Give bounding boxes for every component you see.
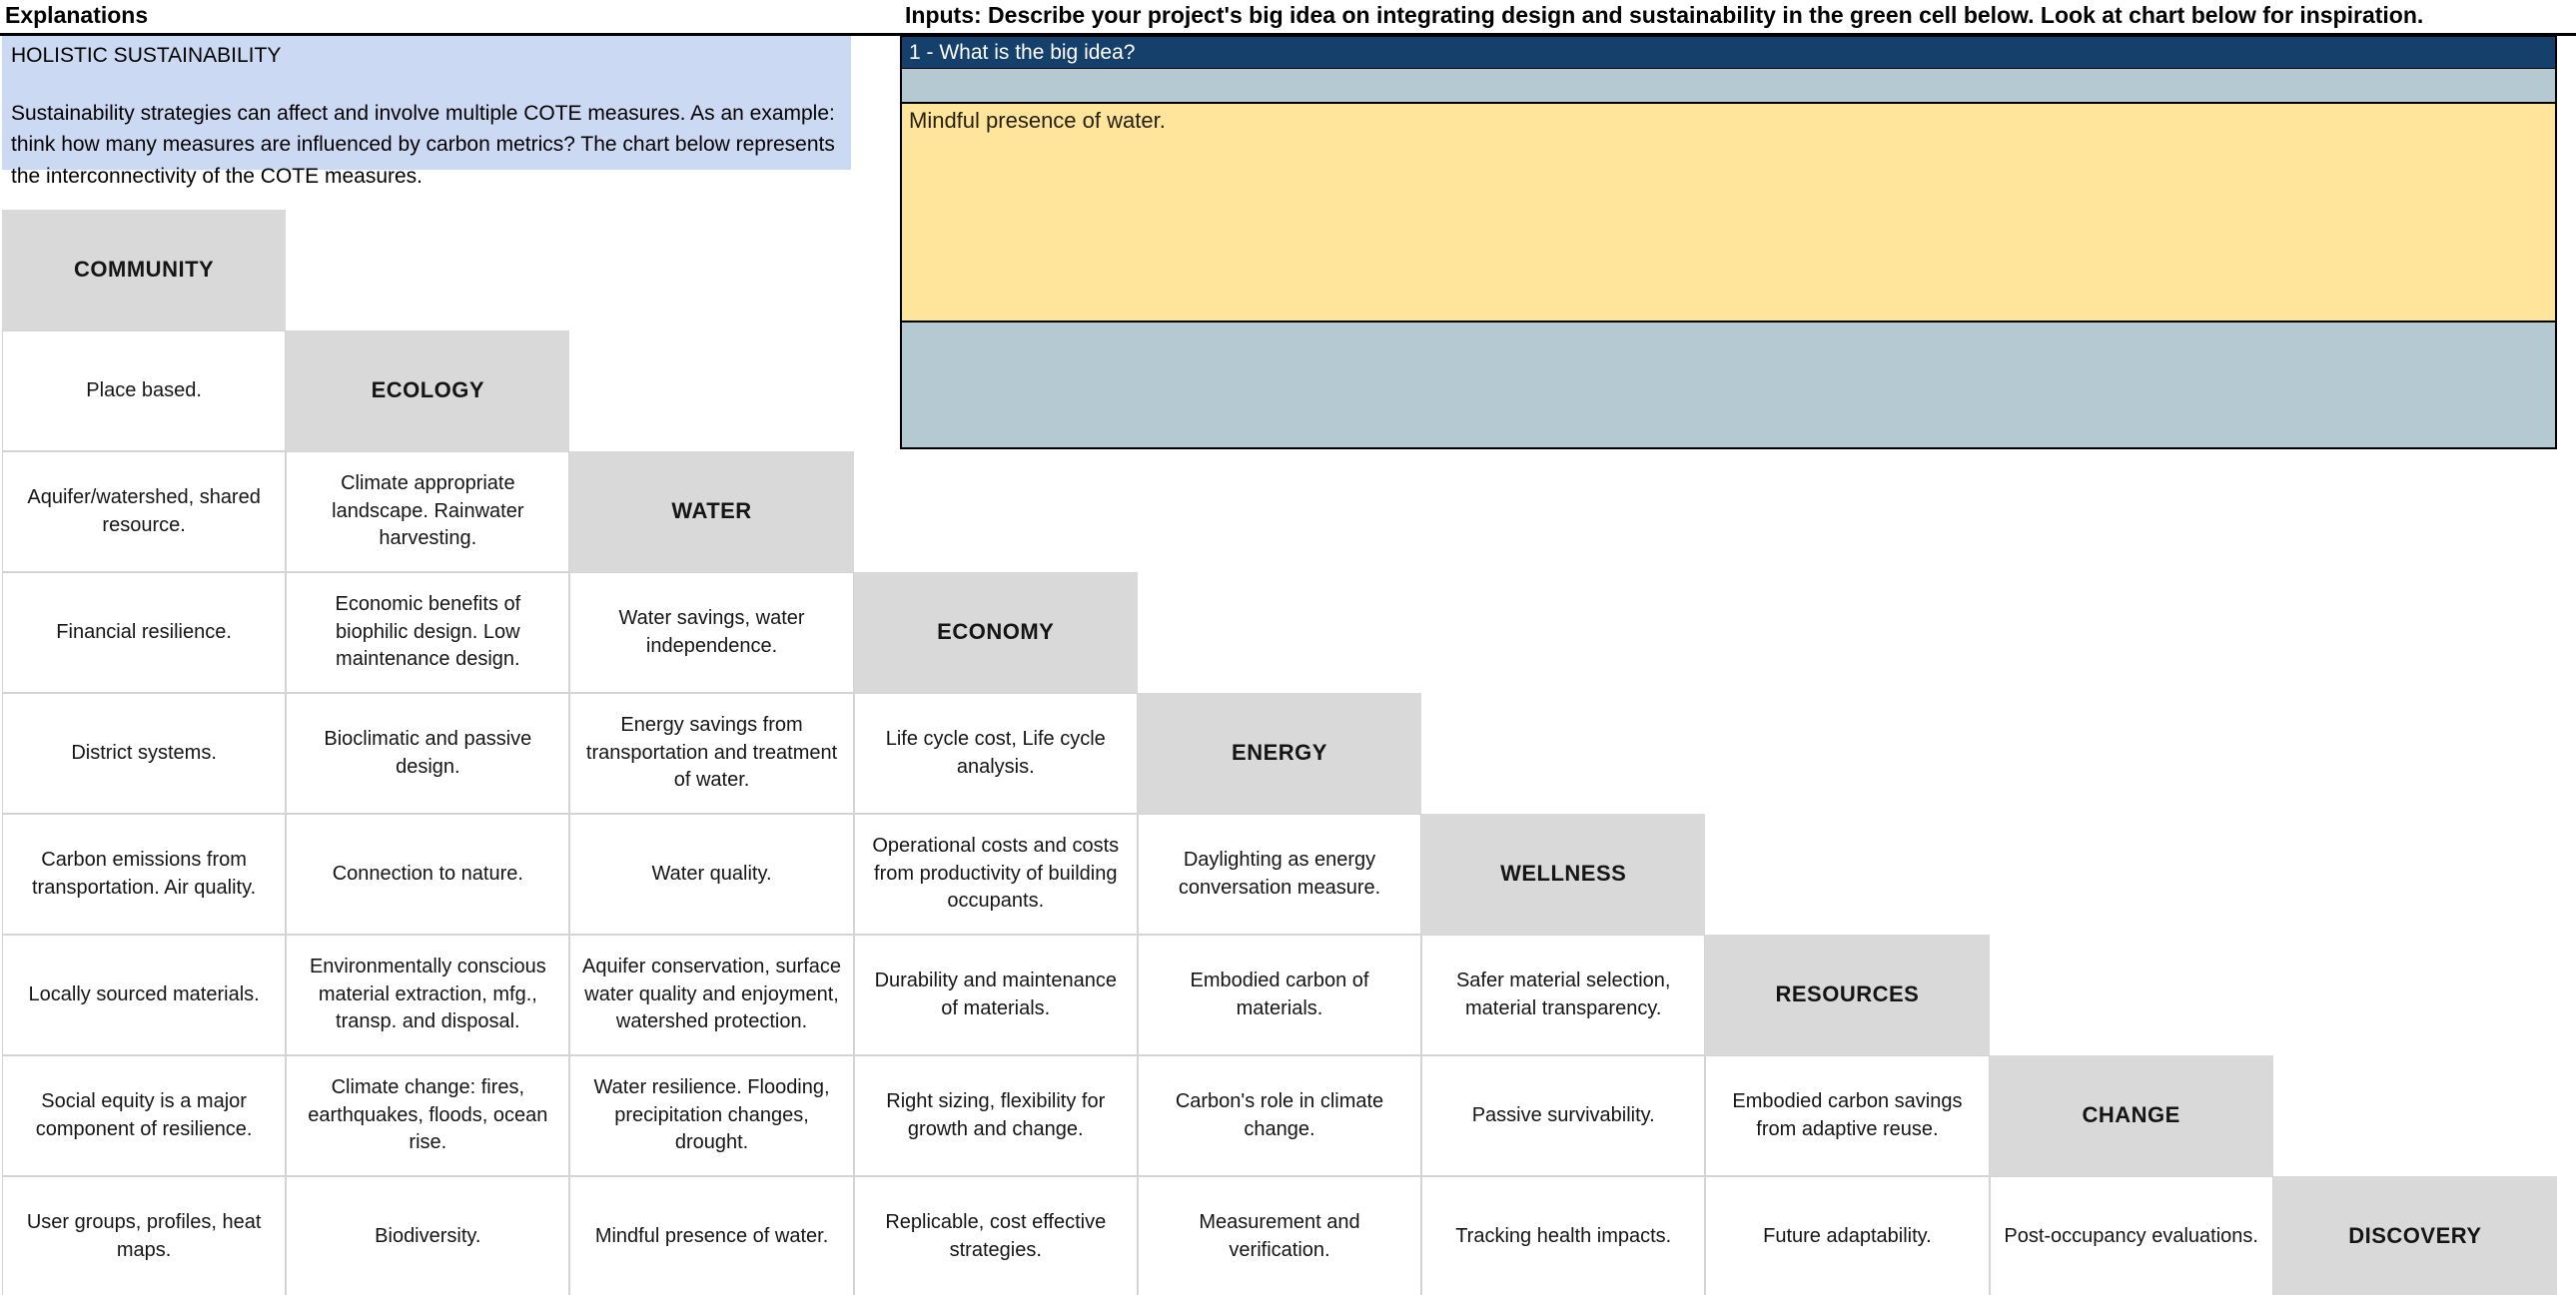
matrix-cell: Life cycle cost, Life cycle analysis. [853, 693, 1138, 814]
matrix-header-economy: ECONOMY [853, 572, 1138, 693]
matrix-header-community: COMMUNITY [2, 210, 287, 330]
matrix-cell: Operational costs and costs from product… [853, 814, 1138, 935]
matrix-cell: Aquifer conservation, surface water qual… [569, 935, 854, 1055]
matrix-cell: Carbon emissions from transportation. Ai… [2, 814, 287, 935]
matrix-cell: Place based. [2, 330, 287, 451]
matrix-header-ecology: ECOLOGY [286, 330, 570, 451]
matrix-header-wellness: WELLNESS [1421, 814, 1706, 935]
matrix-cell: Measurement and verification. [1137, 1176, 1422, 1295]
matrix-cell: Climate appropriate landscape. Rainwater… [286, 451, 570, 572]
matrix-cell: Daylighting as energy conversation measu… [1137, 814, 1422, 935]
big-idea-question-header: 1 - What is the big idea? [902, 37, 2555, 69]
matrix-cell: Economic benefits of biophilic design. L… [286, 572, 570, 693]
matrix-header-water: WATER [569, 451, 854, 572]
matrix-cell: Biodiversity. [286, 1176, 570, 1295]
explanation-heading: HOLISTIC SUSTAINABILITY [11, 44, 282, 67]
matrix-cell: Passive survivability. [1421, 1055, 1706, 1176]
inputs-spacer-top [902, 69, 2555, 104]
matrix-cell: Locally sourced materials. [2, 935, 287, 1055]
matrix-cell: Water resilience. Flooding, precipitatio… [569, 1055, 854, 1176]
matrix-cell: Financial resilience. [2, 572, 287, 693]
inputs-instructions-title: Inputs: Describe your project's big idea… [905, 2, 2424, 28]
explanation-body: Sustainability strategies can affect and… [11, 101, 835, 188]
matrix-cell: Bioclimatic and passive design. [286, 693, 570, 814]
matrix-cell: Aquifer/watershed, shared resource. [2, 451, 287, 572]
matrix-header-discovery: DISCOVERY [2272, 1176, 2557, 1295]
matrix-cell: District systems. [2, 693, 287, 814]
matrix-cell: Right sizing, flexibility for growth and… [853, 1055, 1138, 1176]
matrix-cell: Energy savings from transportation and t… [569, 693, 854, 814]
matrix-cell: Connection to nature. [286, 814, 570, 935]
inputs-panel: 1 - What is the big idea? Mindful presen… [900, 35, 2557, 449]
matrix-cell: Tracking health impacts. [1421, 1176, 1706, 1295]
matrix-header-resources: RESOURCES [1705, 935, 1990, 1055]
matrix-cell: Durability and maintenance of materials. [853, 935, 1138, 1055]
explanation-box: HOLISTIC SUSTAINABILITY Sustainability s… [2, 36, 851, 188]
matrix-cell: Post-occupancy evaluations. [1989, 1176, 2273, 1295]
matrix-cell: Water savings, water independence. [569, 572, 854, 693]
inputs-spacer-bottom [902, 323, 2555, 447]
matrix-cell: Mindful presence of water. [569, 1176, 854, 1295]
matrix-cell: User groups, profiles, heat maps. [2, 1176, 287, 1295]
matrix-cell: Safer material selection, material trans… [1421, 935, 1706, 1055]
explanations-title: Explanations [5, 2, 149, 28]
matrix-cell: Replicable, cost effective strategies. [853, 1176, 1138, 1295]
matrix-cell: Future adaptability. [1705, 1176, 1990, 1295]
matrix-cell: Carbon's role in climate change. [1137, 1055, 1422, 1176]
matrix-cell: Environmentally conscious material extra… [286, 935, 570, 1055]
matrix-cell: Water quality. [569, 814, 854, 935]
matrix-header-energy: ENERGY [1137, 693, 1422, 814]
matrix-cell: Social equity is a major component of re… [2, 1055, 287, 1176]
matrix-header-change: CHANGE [1989, 1055, 2273, 1176]
matrix-cell: Embodied carbon savings from adaptive re… [1705, 1055, 1990, 1176]
big-idea-answer-cell[interactable]: Mindful presence of water. [902, 104, 2555, 323]
matrix-cell: Climate change: fires, earthquakes, floo… [286, 1055, 570, 1176]
matrix-cell: Embodied carbon of materials. [1137, 935, 1422, 1055]
title-underline [0, 33, 2576, 36]
